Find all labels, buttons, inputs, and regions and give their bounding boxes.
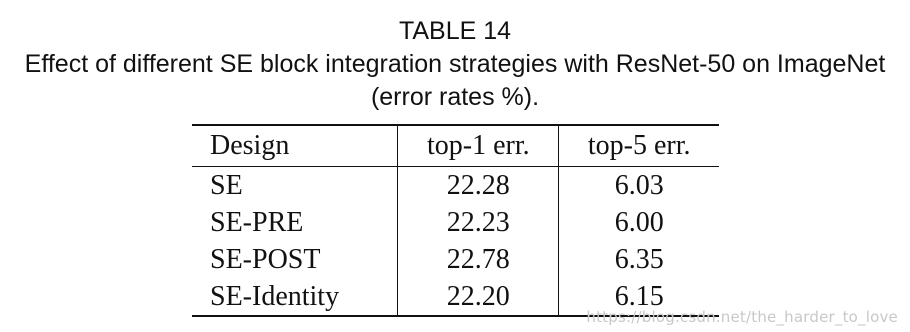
design-cell: SE: [210, 170, 243, 201]
top1-err-cell: 22.23: [397, 204, 559, 241]
design-cell: SE-Identity: [210, 281, 340, 312]
top5-err-cell: 6.15: [558, 278, 719, 316]
column-header-design: Design: [210, 130, 290, 161]
header-row: Design top-1 err. top-5 err.: [192, 125, 719, 167]
design-cell: SE-PRE: [210, 207, 304, 238]
top5-err-cell: 6.35: [558, 241, 719, 278]
column-header-top5-err: top-5 err.: [558, 125, 719, 167]
top1-err-cell: 22.28: [397, 166, 559, 204]
table-caption-description: Effect of different SE block integration…: [24, 50, 886, 111]
top5-err-cell: 6.03: [558, 166, 719, 204]
watermark-url: https://blog.csdn.net/the_harder_to_love: [586, 308, 898, 326]
design-cell: SE-POST: [210, 244, 321, 275]
table-row: SE-Identity 22.20 6.15: [192, 278, 719, 316]
top1-err-cell: 22.20: [397, 278, 559, 316]
results-table: Design top-1 err. top-5 err. SE 22.28 6.…: [192, 124, 719, 317]
table-body: SE 22.28 6.03 SE-PRE 22.23 6.00 SE-POST …: [192, 166, 719, 316]
column-header-top1-err: top-1 err.: [397, 125, 559, 167]
table-row: SE 22.28 6.03: [192, 166, 719, 204]
table-row: SE-POST 22.78 6.35: [192, 241, 719, 278]
table-caption-title: TABLE 14: [398, 17, 512, 45]
table-row: SE-PRE 22.23 6.00: [192, 204, 719, 241]
table-header: Design top-1 err. top-5 err.: [192, 125, 719, 167]
top1-err-cell: 22.78: [397, 241, 559, 278]
top5-err-cell: 6.00: [558, 204, 719, 241]
